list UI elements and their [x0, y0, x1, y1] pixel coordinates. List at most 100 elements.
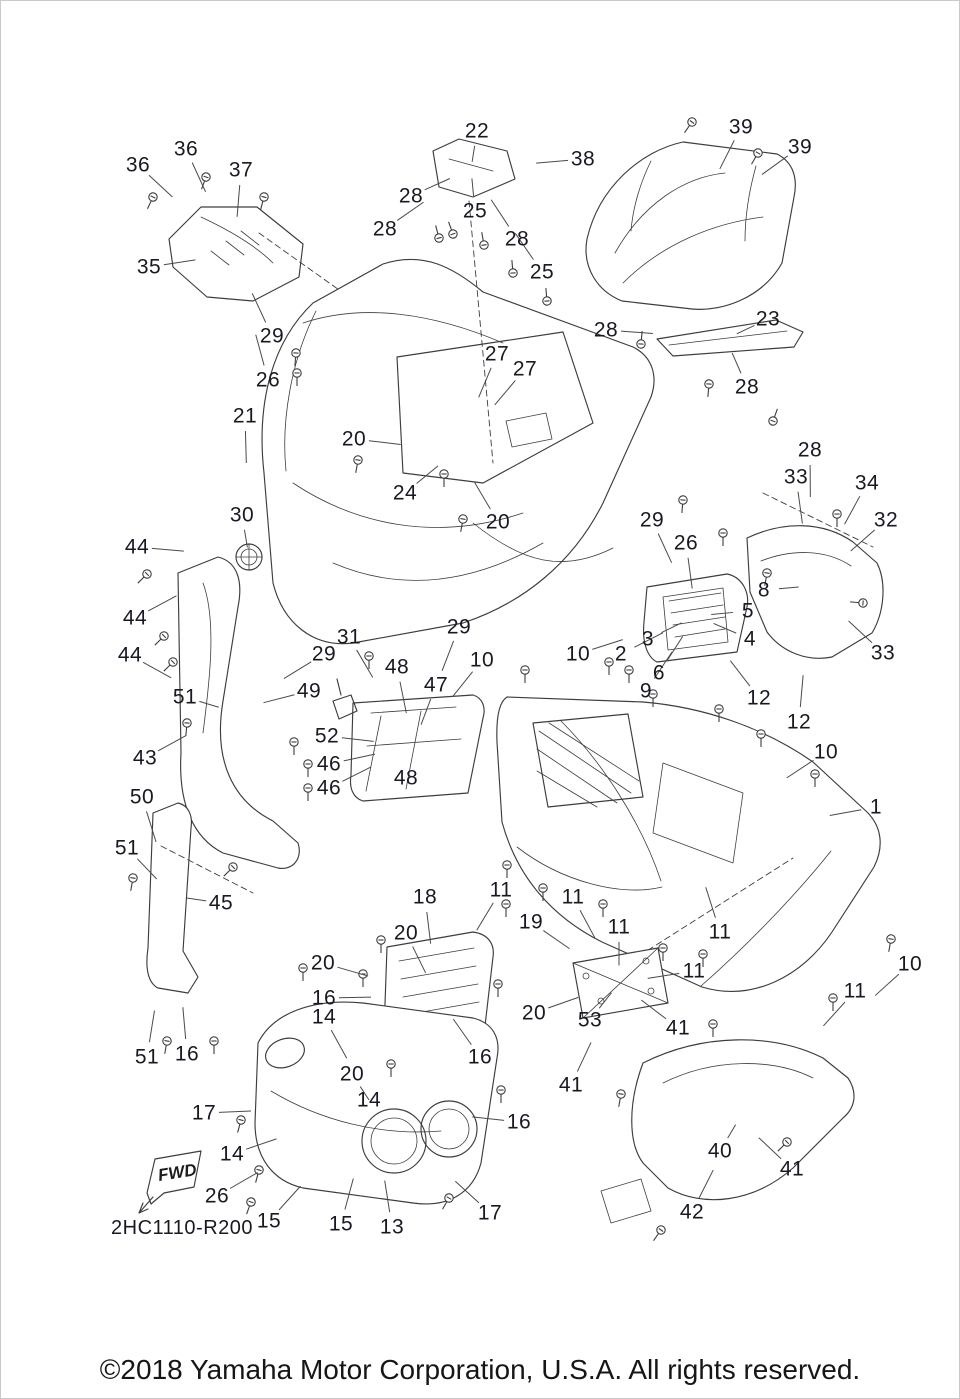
callout-29: 29	[311, 642, 337, 666]
callout-4: 4	[743, 627, 757, 651]
callout-48: 48	[384, 655, 410, 679]
part-hood-seal	[656, 319, 804, 357]
callout-32: 32	[873, 508, 899, 532]
callout-46: 46	[316, 752, 342, 776]
callout-21: 21	[232, 404, 258, 428]
callout-28: 28	[734, 375, 760, 399]
callout-26: 26	[673, 531, 699, 555]
fwd-flag: FWD	[138, 1150, 202, 1214]
callout-28: 28	[593, 318, 619, 342]
callout-42: 42	[679, 1200, 705, 1224]
callout-45: 45	[208, 891, 234, 915]
callout-49: 49	[296, 679, 322, 703]
callout-44: 44	[122, 606, 148, 630]
callout-10: 10	[897, 952, 923, 976]
part-fender-flare-right	[600, 1039, 855, 1224]
callout-10: 10	[565, 642, 591, 666]
leader-lines	[137, 140, 900, 1213]
callout-20: 20	[341, 427, 367, 451]
callout-16: 16	[506, 1110, 532, 1134]
callout-22: 22	[464, 119, 490, 143]
callout-41: 41	[779, 1157, 805, 1181]
part-heat-shield	[432, 138, 516, 198]
callout-38: 38	[570, 147, 596, 171]
callout-3: 3	[641, 627, 655, 651]
callout-17: 17	[191, 1101, 217, 1125]
callout-25: 25	[529, 260, 555, 284]
callout-11: 11	[489, 878, 513, 902]
callout-16: 16	[174, 1042, 200, 1066]
callout-44: 44	[124, 535, 150, 559]
part-front-cowl	[261, 200, 655, 645]
callout-16: 16	[467, 1045, 493, 1069]
callout-16: 16	[311, 986, 337, 1010]
callout-14: 14	[219, 1142, 245, 1166]
callout-30: 30	[229, 503, 255, 527]
callout-11: 11	[682, 959, 706, 983]
callout-11: 11	[708, 920, 732, 944]
callout-29: 29	[639, 508, 665, 532]
callout-27: 27	[484, 342, 510, 366]
callout-24: 24	[392, 481, 418, 505]
callout-18: 18	[412, 885, 438, 909]
callout-20: 20	[485, 510, 511, 534]
callout-28: 28	[372, 217, 398, 241]
part-lower-bracket-left	[146, 802, 254, 994]
callout-46: 46	[316, 776, 342, 800]
callout-37: 37	[228, 158, 254, 182]
callout-11: 11	[607, 915, 631, 939]
part-clip-bracket	[332, 678, 358, 720]
callout-8: 8	[757, 578, 771, 602]
callout-31: 31	[336, 625, 362, 649]
callout-12: 12	[786, 710, 812, 734]
callout-20: 20	[339, 1062, 365, 1086]
callout-43: 43	[132, 746, 158, 770]
part-hood	[585, 141, 796, 310]
callout-39: 39	[728, 115, 754, 139]
callout-26: 26	[204, 1184, 230, 1208]
callout-1: 1	[869, 795, 883, 819]
callout-28: 28	[398, 184, 424, 208]
part-meter-pod	[642, 573, 749, 663]
part-side-bracket-right	[746, 492, 884, 659]
callout-15: 15	[328, 1212, 354, 1236]
drawing-part-code: 2HC1110-R200	[111, 1217, 254, 1239]
callout-20: 20	[393, 921, 419, 945]
callout-10: 10	[813, 740, 839, 764]
callout-11: 11	[843, 979, 867, 1003]
callout-13: 13	[379, 1215, 405, 1239]
callout-27: 27	[512, 357, 538, 381]
callout-14: 14	[356, 1088, 382, 1112]
callout-51: 51	[114, 836, 140, 860]
callout-6: 6	[652, 661, 666, 685]
callout-40: 40	[707, 1139, 733, 1163]
callout-12: 12	[746, 686, 772, 710]
callout-20: 20	[521, 1001, 547, 1025]
callout-10: 10	[469, 648, 495, 672]
callout-39: 39	[787, 135, 813, 159]
callout-34: 34	[854, 471, 880, 495]
callout-29: 29	[259, 324, 285, 348]
callout-36: 36	[125, 153, 151, 177]
callout-51: 51	[134, 1045, 160, 1069]
part-grille-insert	[572, 947, 669, 1019]
callout-26: 26	[255, 368, 281, 392]
callout-28: 28	[504, 227, 530, 251]
callout-9: 9	[639, 679, 653, 703]
callout-44: 44	[117, 643, 143, 667]
callout-52: 52	[314, 724, 340, 748]
callout-29: 29	[446, 615, 472, 639]
callout-50: 50	[129, 785, 155, 809]
callout-33: 33	[783, 465, 809, 489]
callout-15: 15	[256, 1209, 282, 1233]
callout-25: 25	[462, 199, 488, 223]
callout-41: 41	[665, 1016, 691, 1040]
part-dash-panel	[496, 696, 881, 992]
callout-36: 36	[173, 137, 199, 161]
callout-47: 47	[423, 673, 449, 697]
callout-41: 41	[558, 1073, 584, 1097]
callout-17: 17	[477, 1201, 503, 1225]
callout-11: 11	[561, 885, 585, 909]
callout-53: 53	[577, 1008, 603, 1032]
